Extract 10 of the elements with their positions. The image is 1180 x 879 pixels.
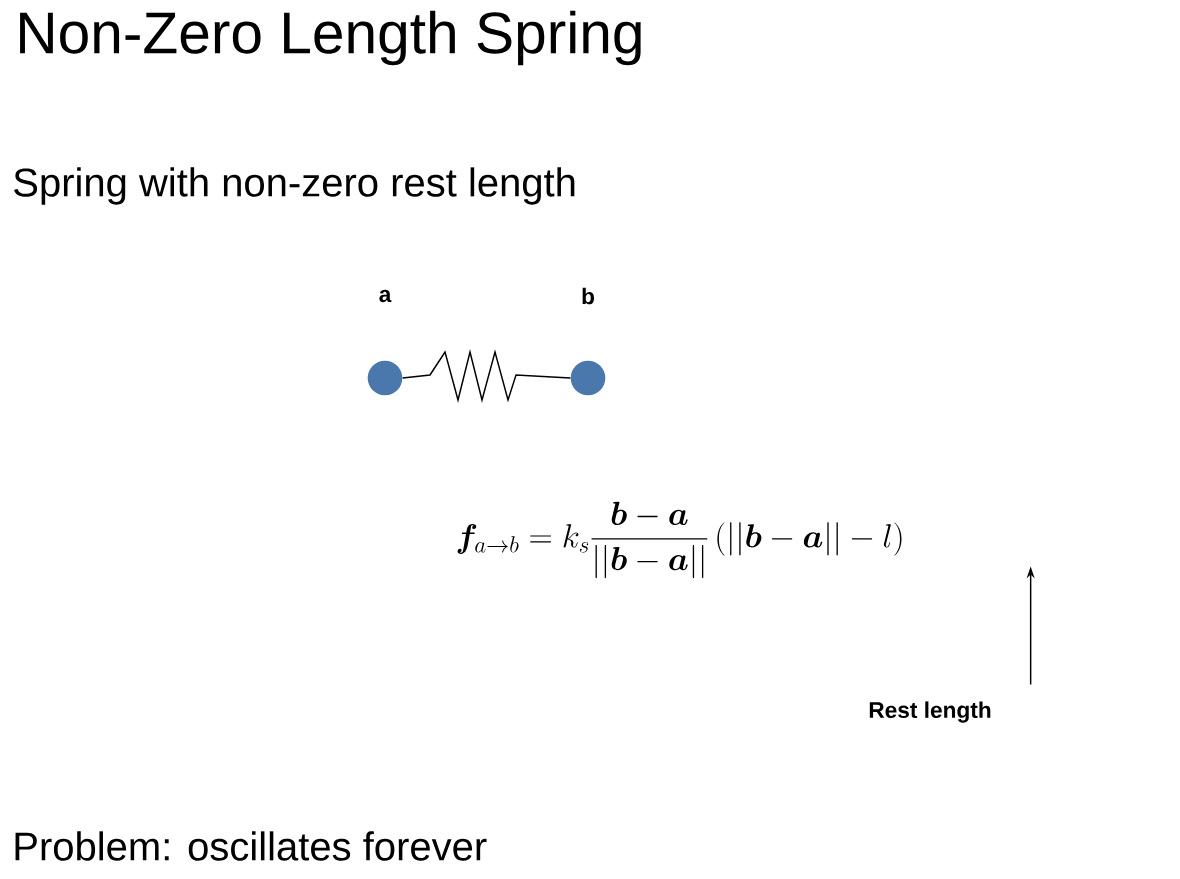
- mass-point: [570, 360, 606, 396]
- spring: [401, 348, 572, 403]
- body-text: Problem: oscillates forever: [15, 831, 487, 861]
- subtitle-text: Spring with non-zero rest length: [14, 167, 575, 205]
- slide-title: Non-Zero Length Spring: [20, 10, 641, 66]
- point-label: b: [582, 287, 594, 305]
- point-label: a: [379, 289, 392, 303]
- callout-text: Rest length: [869, 701, 991, 723]
- formula: $\boldsymbol{f}_{a\rightarrow b} = k_s \frac{\boldsymbol{b}-\boldsymbol{a}}{||\boldsymbol{b}-\boldsymbol{a}||}\,(||\boldsymbol{b}-\boldsymbol{a}||-l)$: [457, 501, 902, 579]
- mass-point: [367, 360, 403, 396]
